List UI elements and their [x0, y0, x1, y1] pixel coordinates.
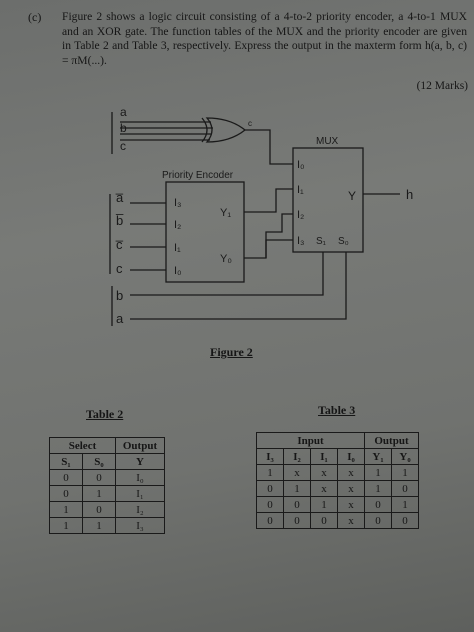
table-row: 0 1 x x 1 0 [256, 480, 419, 497]
table2-cell: 0 [49, 469, 83, 486]
table3-cell: 0 [256, 496, 284, 513]
table3-col-y0: Y₀ [391, 448, 419, 465]
table-row: 1 x x x 1 1 [256, 464, 419, 481]
bottom-input-b-label: b [116, 288, 123, 303]
pe-y0-label: Y₀ [220, 253, 232, 265]
table-row: 0 0 I₀ [49, 469, 165, 486]
table2-caption: Table 2 [86, 407, 124, 421]
table3-cell: 0 [391, 512, 419, 529]
table3-col-i3: I₃ [256, 448, 284, 465]
table3-cell: 1 [391, 496, 419, 513]
output-h-label: h [406, 187, 413, 202]
table-row: 0 0 1 x 0 1 [256, 496, 419, 513]
marks-label: (12 Marks) [416, 80, 468, 92]
table2-col-s1: S₁ [49, 453, 83, 470]
table3-cell: x [310, 480, 338, 497]
pe-feed-c-label: c [116, 261, 123, 276]
table2-cell: 0 [82, 501, 116, 518]
table3-cell: x [337, 512, 365, 529]
table3-cell: 1 [391, 464, 419, 481]
pe-i1-label: I₁ [174, 242, 181, 254]
table3-cell: 1 [364, 480, 392, 497]
table-row: 0 1 I₁ [49, 485, 165, 502]
table-row: 0 0 0 x 0 0 [256, 512, 419, 529]
table2-cell: I₁ [115, 485, 165, 502]
table2-cell: 0 [49, 485, 83, 502]
pe-feed-not-b-label: b̅ [116, 213, 124, 228]
table2: Select Output S₁ S₀ Y 0 0 I₀ 0 1 I₁ 1 0 … [49, 437, 165, 534]
table2-cell: I₀ [115, 469, 165, 486]
mux-box [292, 147, 364, 253]
question-text: Figure 2 shows a logic circuit consistin… [62, 10, 467, 67]
table2-cell: 1 [82, 485, 116, 502]
table2-cell: 1 [49, 501, 83, 518]
mux-i2-label: I₂ [297, 209, 304, 221]
mux-i3-label: I₃ [297, 235, 305, 247]
pe-feed-not-c-label: c̅ [115, 237, 123, 252]
pe-feed-not-a-label: a̅ [115, 190, 124, 205]
table3-col-i0: I₀ [337, 448, 365, 465]
table2-cell: 1 [49, 517, 83, 534]
table2-cell: 1 [82, 517, 116, 534]
table3-cell: 0 [256, 480, 284, 497]
input-c-label: c [120, 139, 126, 153]
table3-cell: x [283, 464, 311, 481]
table3-cell: 0 [256, 512, 284, 529]
table3-group-output: Output [364, 432, 419, 449]
table-row: 1 1 I₃ [49, 517, 165, 534]
mux-y-label: Y [348, 189, 356, 203]
xor-output-label: c [248, 119, 252, 128]
pe-i3-label: I₃ [174, 197, 182, 209]
table2-cell: I₂ [115, 501, 165, 518]
pe-y1-label: Y₁ [220, 207, 231, 219]
figure-caption: Figure 2 [210, 345, 253, 359]
table3-group-input: Input [256, 432, 365, 449]
table3-cell: 0 [283, 512, 311, 529]
table2-cell: I₃ [115, 517, 165, 534]
table3-col-y1: Y₁ [364, 448, 392, 465]
input-b-label: b [120, 121, 127, 135]
table3-cell: x [337, 496, 365, 513]
table3-caption: Table 3 [318, 403, 356, 417]
mux-title: MUX [316, 136, 339, 147]
pe-i0-label: I₀ [174, 265, 182, 277]
table2-col-s0: S₀ [82, 453, 116, 470]
mux-i0-label: I₀ [297, 159, 305, 171]
table3: Input Output I₃ I₂ I₁ I₀ Y₁ Y₀ 1 x x x 1… [256, 432, 419, 529]
mux-s0-label: S₀ [338, 236, 349, 247]
table3-cell: 0 [364, 496, 392, 513]
table3-cell: 1 [310, 496, 338, 513]
table2-group-output: Output [115, 437, 165, 454]
table2-group-select: Select [49, 437, 116, 454]
table2-cell: 0 [82, 469, 116, 486]
table3-cell: x [337, 480, 365, 497]
table3-cell: 0 [391, 480, 419, 497]
table3-col-i2: I₂ [283, 448, 311, 465]
pe-title: Priority Encoder [162, 170, 234, 181]
table3-cell: x [310, 464, 338, 481]
table3-cell: 0 [364, 512, 392, 529]
logic-circuit-diagram: a b c c MUX I₀ I₁ I₂ I₃ S₁ S₀ Y h Priori… [109, 105, 413, 326]
xor-gate [205, 117, 247, 143]
priority-encoder-box [165, 181, 245, 283]
bottom-input-a-label: a [116, 311, 124, 326]
input-a-label: a [120, 105, 127, 119]
mux-s1-label: S₁ [316, 236, 327, 247]
table3-cell: x [337, 464, 365, 481]
pe-i2-label: I₂ [174, 219, 181, 231]
mux-i1-label: I₁ [297, 184, 304, 196]
table2-col-y: Y [115, 453, 165, 470]
table3-cell: 0 [283, 496, 311, 513]
table3-cell: 1 [364, 464, 392, 481]
table3-cell: 0 [310, 512, 338, 529]
table3-col-i1: I₁ [310, 448, 338, 465]
table3-cell: 1 [283, 480, 311, 497]
table-row: 1 0 I₂ [49, 501, 165, 518]
table3-cell: 1 [256, 464, 284, 481]
question-label: (c) [28, 10, 42, 24]
